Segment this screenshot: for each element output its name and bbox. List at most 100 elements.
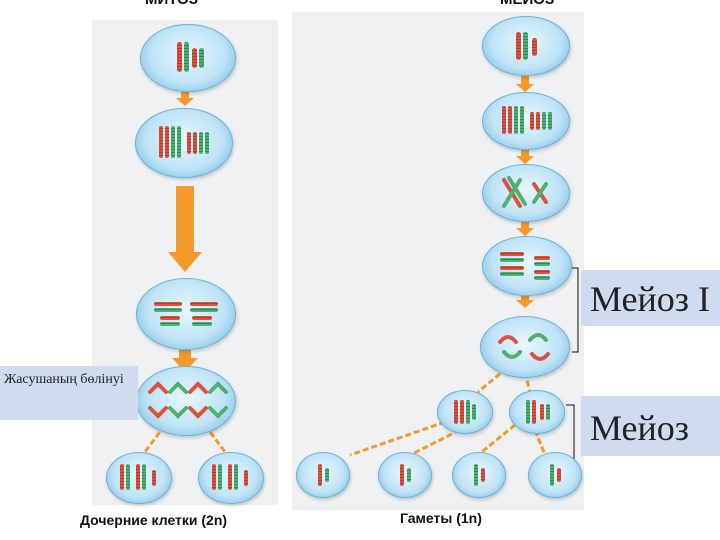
chromosome — [454, 400, 458, 424]
chromosome — [514, 106, 518, 134]
arrow-meiosis-1 — [521, 76, 529, 86]
label-cell-division: Жасушаның бөлінуі — [0, 366, 138, 420]
chromosome — [160, 322, 180, 326]
chromosome — [502, 178, 522, 208]
chromosome — [532, 182, 548, 204]
meiosis-connector-4 — [409, 428, 461, 457]
arrow-meiosis-4-head — [516, 300, 534, 308]
chromosome — [534, 256, 550, 260]
chromosome — [500, 252, 524, 256]
chromosome — [530, 352, 550, 361]
cell-meiosis-ii-left — [437, 390, 493, 434]
meiosis-anaphase-chromosomes — [498, 333, 550, 361]
chromosome — [192, 316, 212, 320]
chromosome — [184, 42, 189, 72]
chromosome — [540, 404, 544, 420]
chromosome — [498, 335, 518, 344]
cell-gamete-1 — [296, 452, 350, 498]
chromosome — [534, 262, 550, 266]
mitosis-caption: Дочерние клетки (2n) — [80, 512, 228, 528]
arrow-meiosis-2-head — [516, 156, 534, 164]
mitosis-heading: МИТОЗ — [145, 0, 198, 8]
chromosome — [188, 381, 208, 394]
chromosome — [160, 316, 180, 320]
bracket-meiosis-one — [572, 267, 579, 353]
chromosome — [325, 468, 329, 482]
cell-mitosis-metaphase — [136, 278, 236, 350]
meiosis-connector-1 — [477, 366, 508, 394]
chromosome — [520, 106, 524, 134]
chromosome — [193, 132, 197, 154]
cell-meiosis-ii-right — [509, 390, 565, 434]
chromosome — [526, 400, 530, 424]
chromosome — [502, 350, 522, 359]
meiosis-connector-5 — [477, 423, 516, 457]
chromosome — [400, 464, 404, 486]
chromosome — [190, 302, 218, 306]
meiosis-connector-3 — [349, 420, 446, 457]
cell-gamete-4 — [528, 452, 582, 498]
chromosome — [165, 126, 169, 158]
chromosome — [481, 468, 485, 482]
arrow-mitosis-2-head — [168, 252, 202, 272]
chromosome — [148, 406, 168, 419]
chromosome — [192, 48, 197, 68]
chromosome — [168, 406, 188, 419]
chromosome — [187, 132, 191, 154]
chromosome — [171, 126, 175, 158]
chromosome — [190, 308, 218, 312]
arrow-meiosis-4 — [521, 292, 529, 302]
chromosome — [523, 32, 528, 60]
chromosome — [218, 464, 222, 490]
chromosome — [516, 32, 521, 60]
cell-gamete-3 — [452, 452, 506, 498]
meiosis-heading: МЕЙОЗ — [500, 0, 554, 8]
chromosome — [508, 106, 512, 134]
arrow-mitosis-3 — [179, 350, 191, 360]
chromosome — [502, 106, 506, 134]
chromosome — [550, 464, 554, 486]
chromosome — [530, 112, 534, 130]
arrow-mitosis-1 — [181, 92, 189, 100]
chromosome — [534, 276, 550, 280]
arrow-meiosis-3 — [521, 220, 529, 230]
meiosis-connector-6 — [533, 429, 547, 456]
chromosome — [542, 112, 546, 130]
cell-gamete-2 — [378, 452, 432, 498]
chromosome — [212, 464, 216, 490]
chromosome — [407, 468, 411, 482]
chromosome — [159, 126, 163, 158]
label-meiosis-two: Мейоз — [581, 396, 720, 456]
chromosome — [500, 258, 524, 262]
cell-mitosis-daughter-right — [198, 452, 264, 504]
cell-mitosis-anaphase — [136, 366, 236, 436]
chromosome — [507, 176, 527, 206]
chromosome — [546, 404, 550, 420]
chromosome — [500, 272, 524, 276]
chromosome — [120, 464, 124, 490]
anaphase-chromosomes — [148, 381, 228, 419]
chromosome — [228, 464, 232, 490]
arrow-mitosis-1-head — [176, 98, 194, 106]
chromosome — [474, 464, 478, 486]
chromosome — [177, 126, 181, 158]
arrow-meiosis-2 — [521, 148, 529, 158]
chromosome — [244, 470, 248, 486]
chromosome — [152, 470, 156, 486]
chromosome — [177, 42, 182, 72]
arrow-meiosis-3-head — [516, 228, 534, 236]
cell-mitosis-prophase — [135, 108, 233, 178]
chromosome — [154, 302, 182, 306]
chromosome — [192, 322, 212, 326]
arrow-mitosis-2 — [176, 186, 194, 254]
chromosome — [154, 308, 182, 312]
chromosome — [142, 464, 146, 490]
chromosome — [199, 48, 204, 68]
chromosome — [199, 132, 203, 154]
chromosome — [148, 381, 168, 394]
crossover-chromosomes — [502, 176, 548, 208]
arrow-mitosis-3-head — [172, 358, 198, 372]
cell-mitosis-interphase — [140, 24, 236, 92]
cell-meiosis-metaphase — [482, 236, 572, 296]
chromosome — [208, 406, 228, 419]
